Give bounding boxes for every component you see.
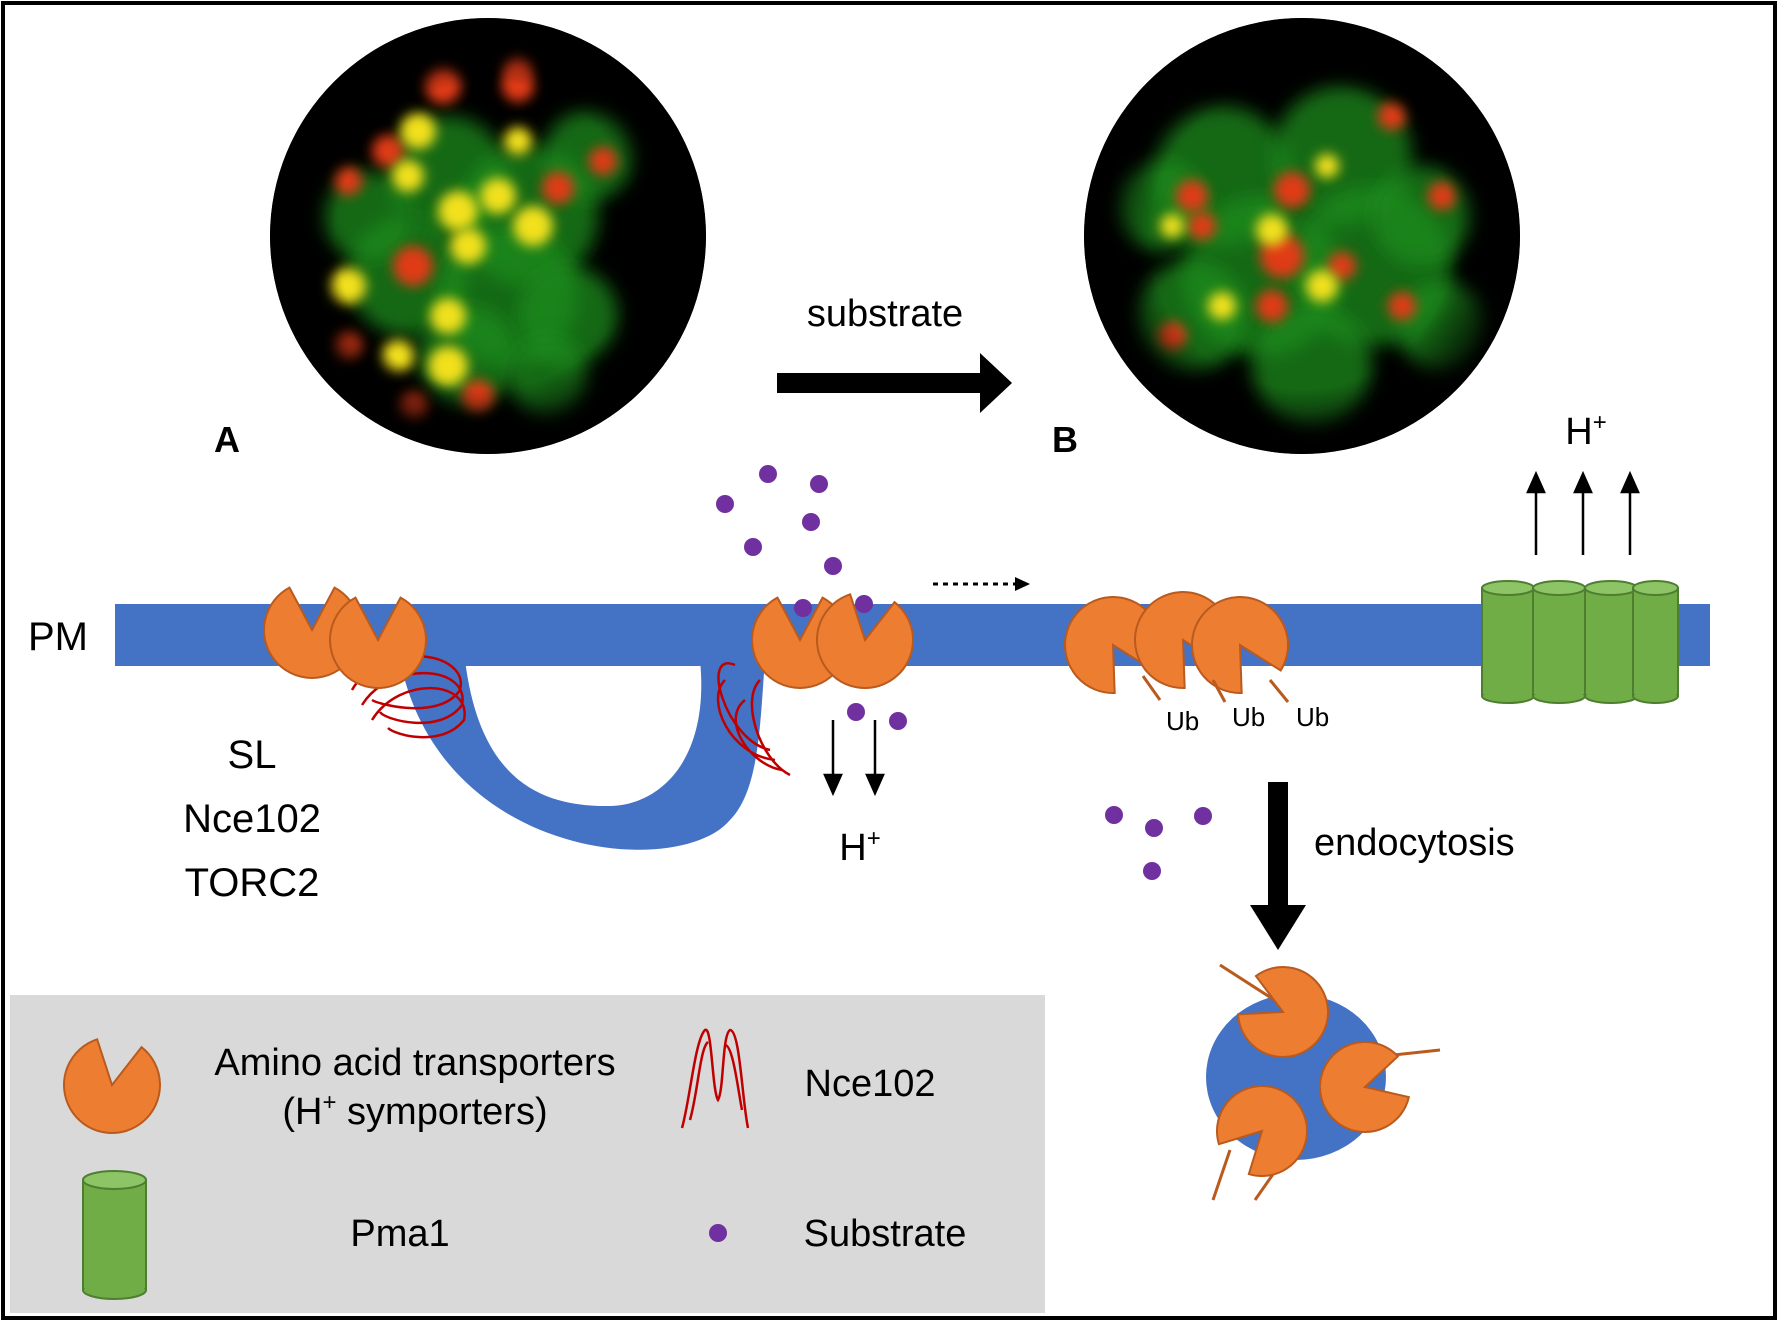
pma1-cylinder-3 (1584, 580, 1638, 704)
substrate-arrow-label: substrate (807, 293, 963, 335)
substrate-molecules (716, 465, 1212, 880)
legend-nce102-label: Nce102 (805, 1063, 936, 1105)
proton-influx-arrows (823, 720, 885, 797)
legend-nce102-icon (680, 1028, 750, 1129)
cell-image-b (1084, 18, 1520, 454)
nce102-coil-right (716, 662, 791, 777)
substrate-dot-5 (744, 538, 762, 556)
substrate-dot-12 (1145, 819, 1163, 837)
transporter-group (263, 586, 1289, 694)
substrate-dot-13 (1194, 807, 1212, 825)
ub-label-3: Ub (1296, 702, 1329, 732)
pma1-complex (1481, 580, 1679, 704)
substrate-dot-11 (1105, 806, 1123, 824)
vesicle-tail-4 (1211, 1149, 1232, 1201)
panel-label-b: B (1052, 419, 1078, 460)
eisosome-factor-3: TORC2 (185, 861, 320, 905)
transporter-ub-3 (1191, 596, 1289, 694)
legend-substrate-label: Substrate (804, 1213, 967, 1255)
transporter-right-2 (816, 593, 914, 689)
vesicle-transporter-3 (1216, 1085, 1308, 1177)
legend-substrate-icon (709, 1224, 727, 1242)
ub-label-1: Ub (1166, 706, 1199, 736)
proton-label-bottom: H+ (839, 825, 880, 869)
proton-label-top: H+ (1565, 409, 1606, 453)
substrate-dot-10 (889, 712, 907, 730)
eisosome-factor-1: SL (228, 733, 277, 777)
vesicle-transporter-2 (1319, 1041, 1411, 1133)
substrate-dot-4 (802, 513, 820, 531)
legend-transporter-shape (63, 1038, 161, 1135)
panel-label-a: A (214, 419, 240, 460)
transporter-left-2 (329, 596, 427, 689)
pma1-cylinder-2 (1532, 580, 1586, 704)
substrate-dot-9 (847, 703, 865, 721)
ub-label-2: Ub (1232, 702, 1265, 732)
pma1-cylinder-1 (1481, 580, 1535, 704)
legend-transporter-line1: Amino acid transporters (214, 1042, 615, 1084)
lateral-movement-arrow (933, 577, 1030, 591)
substrate-dot-2 (810, 475, 828, 493)
substrate-dot-1 (759, 465, 777, 483)
proton-efflux-arrows (1526, 470, 1640, 555)
vesicle-transporter-1 (1237, 966, 1329, 1058)
cell-image-a (270, 18, 706, 454)
ubiquitin-tails (1141, 675, 1290, 703)
endocytic-vesicle (1206, 963, 1441, 1201)
substrate-dot-14 (1143, 862, 1161, 880)
pma1-cylinder-4 (1632, 580, 1679, 704)
legend-transporter-line2: (H+ symporters) (282, 1089, 547, 1133)
endocytosis-arrow (1250, 782, 1306, 950)
eisosome-factor-2: Nce102 (183, 797, 321, 841)
substrate-dot-6 (824, 557, 842, 575)
legend: Amino acid transporters (H+ symporters) … (10, 995, 1045, 1313)
legend-transporter-icon (63, 1038, 161, 1135)
endocytosis-arrow-label: endocytosis (1314, 822, 1515, 864)
substrate-dot-3 (716, 495, 734, 513)
legend-pma1-icon (82, 1170, 147, 1300)
substrate-arrow (777, 353, 1012, 413)
legend-pma1-label: Pma1 (350, 1213, 449, 1255)
substrate-dot-8 (855, 595, 873, 613)
substrate-dot-7 (794, 599, 812, 617)
pm-label: PM (28, 615, 88, 659)
